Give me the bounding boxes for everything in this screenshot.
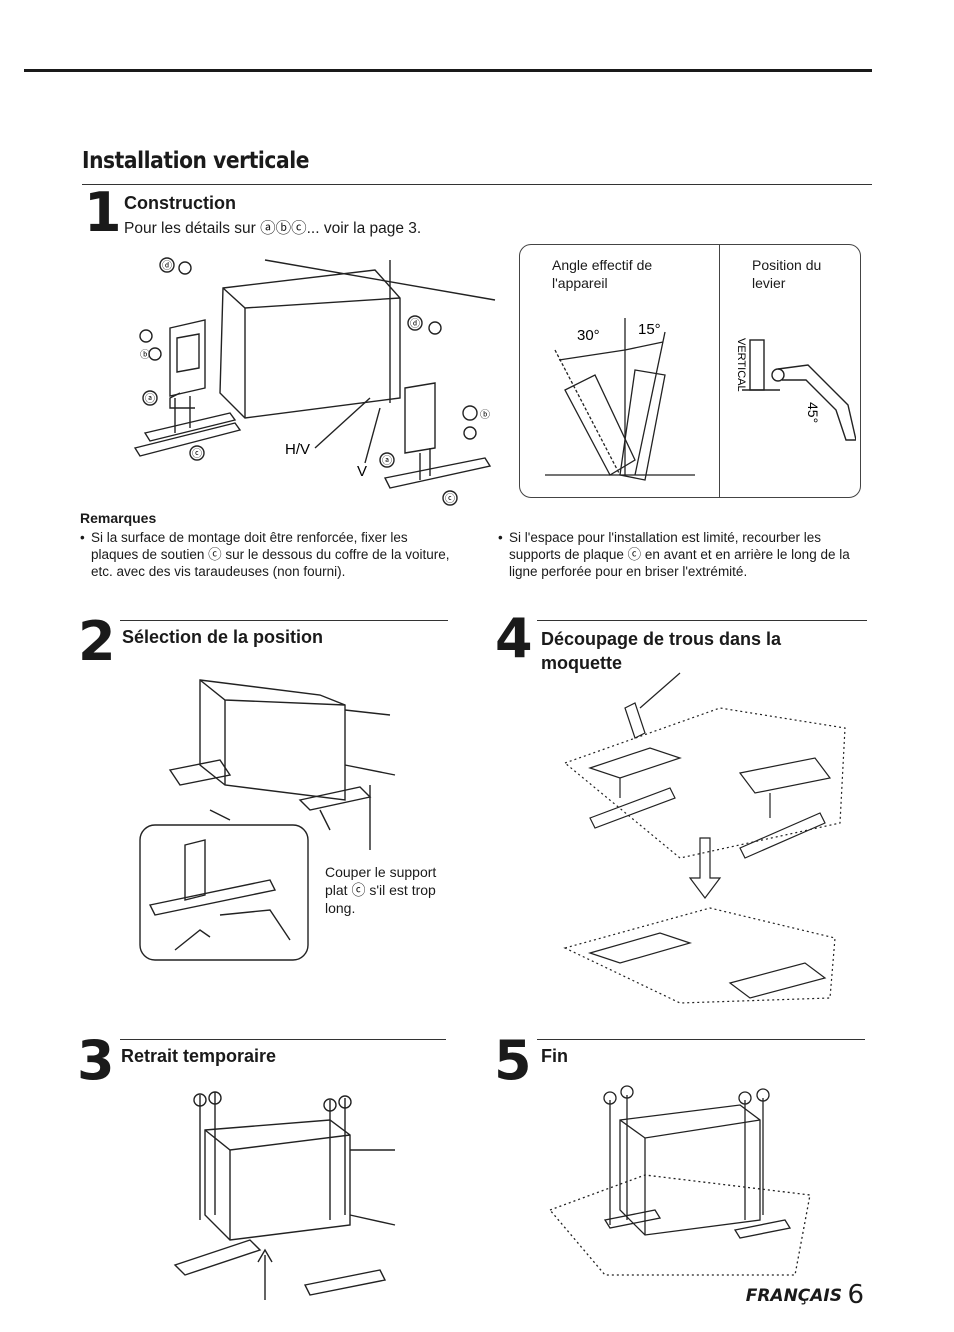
- section-rule: [82, 184, 872, 185]
- construction-drawing: ⓓ ⓑ ⓐ ⓒ H/V V ⓓ ⓑ ⓐ ⓒ: [133, 257, 496, 506]
- remarks-title: Remarques: [80, 510, 157, 526]
- angle-drawing: 30° 15°: [545, 318, 695, 481]
- step1-number: 1: [84, 181, 122, 244]
- label-b1: ⓑ: [140, 349, 150, 361]
- section-title: Installation verticale: [82, 148, 309, 174]
- removal-illustration: [170, 1090, 400, 1310]
- label-b2: ⓑ: [480, 409, 490, 421]
- carpet-cutting-illustration: [560, 668, 850, 1008]
- vertical-label: VERTICAL: [735, 338, 747, 392]
- effective-angle-title: Angle effectif de l'appareil: [552, 257, 653, 291]
- step2-rule: [120, 620, 448, 621]
- step2-number: 2: [78, 610, 116, 673]
- position-drawing: [139, 679, 396, 961]
- step2-caption: Couper le support plat ⓒ s'il est trop l…: [325, 864, 437, 916]
- label-c2: ⓒ: [445, 493, 455, 505]
- angle-info-box: [519, 244, 861, 498]
- finish-drawing: [548, 1085, 811, 1276]
- finish-illustration: [545, 1070, 815, 1280]
- step1-detail: Pour les détails sur ⓐⓑⓒ... voir la page…: [124, 220, 422, 237]
- lever-position-title: Position du levier: [752, 257, 822, 291]
- label-a1: ⓐ: [145, 393, 155, 405]
- step4-rule: [537, 620, 867, 621]
- angle-box-divider: [719, 244, 720, 498]
- step3-rule: [120, 1039, 446, 1040]
- label-a2: ⓐ: [382, 455, 392, 467]
- label-d1: ⓓ: [162, 260, 172, 272]
- angle-b-label: 15°: [638, 321, 661, 338]
- step3-heading: Retrait temporaire: [121, 1046, 277, 1066]
- step4-heading: Découpage de trous dans la moquette: [541, 629, 782, 673]
- position-illustration: [130, 665, 400, 965]
- removal-drawing: [173, 1091, 396, 1300]
- label-v: V: [357, 463, 367, 480]
- label-c1: ⓒ: [192, 448, 202, 460]
- carpet-cutting-drawing: [563, 672, 846, 1004]
- step4-number: 4: [495, 607, 533, 670]
- remark-right-text: Si l'espace pour l'installation est limi…: [509, 530, 850, 579]
- angle-illustration: 30° 15°: [525, 310, 715, 495]
- lever-illustration: VERTICAL 45°: [728, 320, 856, 490]
- step2-heading: Sélection de la position: [122, 627, 324, 647]
- remark-left: • Si la surface de montage doit être ren…: [80, 529, 458, 580]
- label-hv: H/V: [285, 441, 310, 458]
- remark-right: • Si l'espace pour l'installation est li…: [498, 529, 872, 580]
- footer-language: FRANÇAIS: [745, 1286, 842, 1306]
- lever-drawing: VERTICAL 45°: [735, 338, 856, 441]
- construction-illustration: ⓓ ⓑ ⓐ ⓒ H/V V ⓓ ⓑ ⓐ ⓒ: [115, 248, 515, 510]
- remark-left-text: Si la surface de montage doit être renfo…: [91, 530, 450, 579]
- step1-heading: Construction: [124, 193, 236, 213]
- label-d2: ⓓ: [410, 318, 420, 330]
- step5-rule: [537, 1039, 865, 1040]
- step5-number: 5: [494, 1029, 532, 1092]
- step3-number: 3: [77, 1029, 115, 1092]
- page-number: 6: [847, 1280, 864, 1310]
- angle-a-label: 30°: [577, 327, 600, 344]
- top-rule: [24, 69, 872, 72]
- lever-angle-label: 45°: [805, 402, 821, 423]
- step5-heading: Fin: [541, 1046, 568, 1066]
